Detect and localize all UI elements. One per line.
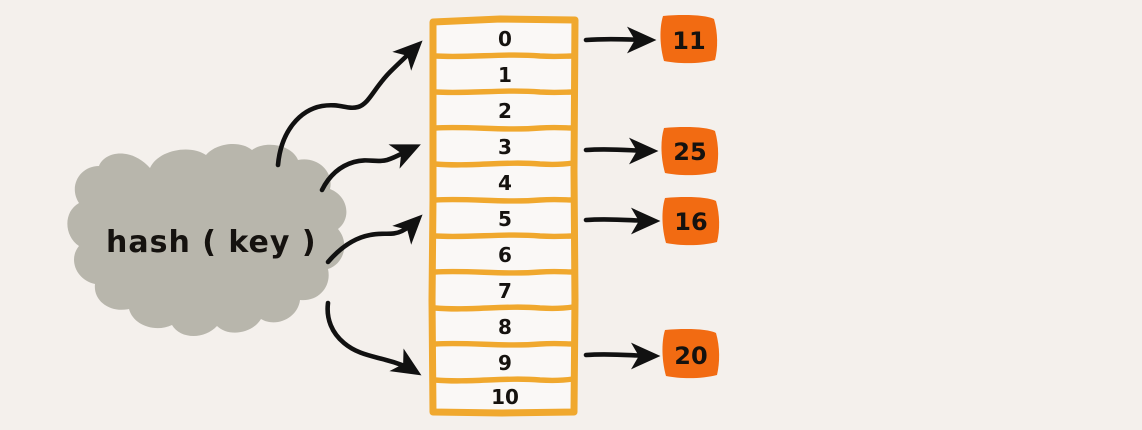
arrow-hash-to-slot-3 xyxy=(319,144,421,193)
slot-label-3: 3 xyxy=(498,135,512,159)
slot-label-2: 2 xyxy=(498,99,512,123)
arrow-slot-3-to-value xyxy=(583,137,659,165)
slot-label-9: 9 xyxy=(498,351,512,375)
arrow-hash-to-slot-9 xyxy=(325,300,422,376)
hash-table: 0 1 2 3 4 5 6 7 8 9 10 xyxy=(428,15,579,417)
slot-label-0: 0 xyxy=(498,27,512,51)
slot-label-4: 4 xyxy=(498,171,512,195)
value-box-20-shape xyxy=(662,329,720,379)
arrow-slot-0-to-value xyxy=(583,26,657,54)
hash-table-outline xyxy=(428,15,579,417)
value-box-20[interactable]: 20 xyxy=(662,329,720,379)
value-box-16-shape xyxy=(662,197,720,246)
hash-table-slot-labels: 0 1 2 3 4 5 6 7 8 9 10 xyxy=(491,27,519,409)
slot-to-value-arrows xyxy=(583,26,661,370)
arrow-hash-to-slot-0 xyxy=(275,40,423,168)
cloud-label: hash ( key ) xyxy=(106,225,317,260)
cloud-shape xyxy=(67,143,347,337)
slot-label-8: 8 xyxy=(498,315,512,339)
value-box-16-label: 16 xyxy=(674,208,707,236)
slot-label-1: 1 xyxy=(498,63,512,87)
hash-table-cells xyxy=(436,22,571,410)
value-box-16[interactable]: 16 xyxy=(662,197,720,246)
value-box-20-label: 20 xyxy=(674,342,707,370)
value-box-25-label: 25 xyxy=(673,138,706,166)
value-box-11-shape xyxy=(660,15,718,64)
slot-label-7: 7 xyxy=(498,279,512,303)
value-boxes: 11 25 16 20 xyxy=(660,15,720,379)
hash-table-dividers xyxy=(432,52,576,384)
value-box-11-label: 11 xyxy=(672,27,705,55)
slot-label-5: 5 xyxy=(498,207,512,231)
slot-label-6: 6 xyxy=(498,243,512,267)
hash-function-cloud: hash ( key ) xyxy=(67,143,347,337)
value-box-25[interactable]: 25 xyxy=(661,127,719,176)
value-box-25-shape xyxy=(661,127,719,176)
slot-label-10: 10 xyxy=(491,385,519,409)
arrow-slot-9-to-value xyxy=(583,342,661,370)
hash-to-slot-arrows xyxy=(275,40,423,376)
arrow-slot-5-to-value xyxy=(583,207,661,235)
value-box-11[interactable]: 11 xyxy=(660,15,718,64)
arrow-hash-to-slot-5 xyxy=(325,214,423,265)
